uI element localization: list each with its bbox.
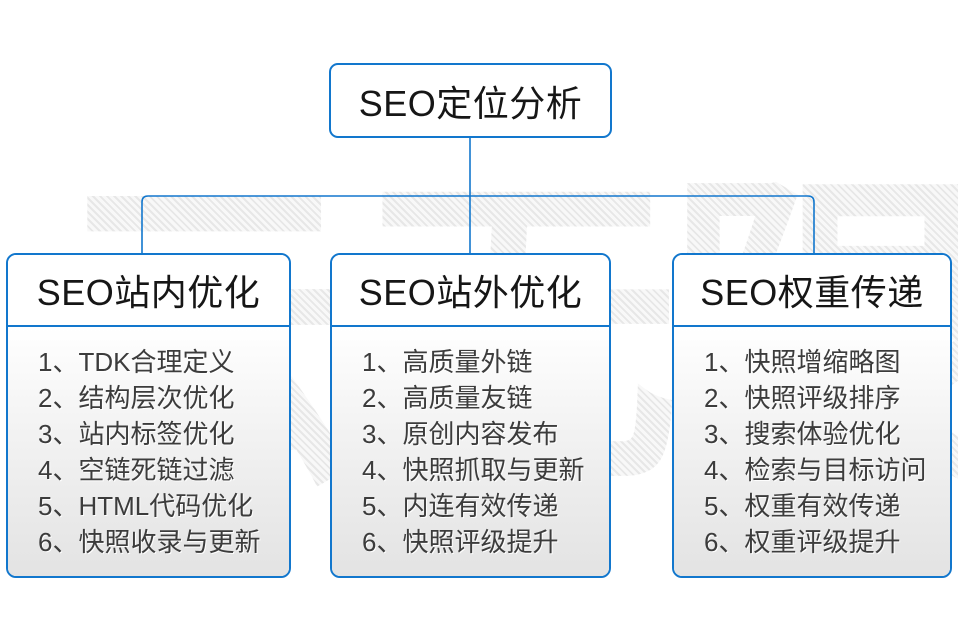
column-weight-transfer: SEO权重传递 1、快照增缩略图 2、快照评级排序 3、搜索体验优化 4、检索与… bbox=[672, 253, 952, 578]
root-node-seo-positioning: SEO定位分析 bbox=[329, 63, 612, 138]
list-item: 4、检索与目标访问 bbox=[704, 455, 927, 485]
list-item: 6、快照收录与更新 bbox=[38, 527, 261, 557]
list-item: 1、快照增缩略图 bbox=[704, 347, 901, 377]
column-onsite-optimization: SEO站内优化 1、TDK合理定义 2、结构层次优化 3、站内标签优化 4、空链… bbox=[6, 253, 291, 578]
list-item: 4、空链死链过滤 bbox=[38, 455, 235, 485]
column-onsite-header: SEO站内优化 bbox=[8, 255, 289, 327]
column-weight-title: SEO权重传递 bbox=[700, 272, 924, 313]
list-item: 6、快照评级提升 bbox=[362, 527, 559, 557]
list-item: 5、HTML代码优化 bbox=[38, 491, 254, 521]
column-offsite-optimization: SEO站外优化 1、高质量外链 2、高质量友链 3、原创内容发布 4、快照抓取与… bbox=[330, 253, 611, 578]
root-node-title: SEO定位分析 bbox=[358, 82, 583, 124]
list-item: 4、快照抓取与更新 bbox=[362, 455, 585, 485]
column-weight-header: SEO权重传递 bbox=[674, 255, 950, 327]
column-offsite-list: 1、高质量外链 2、高质量友链 3、原创内容发布 4、快照抓取与更新 5、内连有… bbox=[332, 327, 609, 576]
list-item: 1、TDK合理定义 bbox=[38, 347, 235, 377]
column-weight-list: 1、快照增缩略图 2、快照评级排序 3、搜索体验优化 4、检索与目标访问 5、权… bbox=[674, 327, 950, 576]
list-item: 2、结构层次优化 bbox=[38, 383, 235, 413]
column-offsite-title: SEO站外优化 bbox=[358, 272, 583, 313]
list-item: 2、高质量友链 bbox=[362, 383, 533, 413]
column-onsite-title: SEO站内优化 bbox=[36, 272, 261, 313]
list-item: 5、内连有效传递 bbox=[362, 491, 559, 521]
list-item: 5、权重有效传递 bbox=[704, 491, 901, 521]
list-item: 3、搜索体验优化 bbox=[704, 419, 901, 449]
list-item: 3、站内标签优化 bbox=[38, 419, 235, 449]
column-onsite-list: 1、TDK合理定义 2、结构层次优化 3、站内标签优化 4、空链死链过滤 5、H… bbox=[8, 327, 289, 576]
list-item: 1、高质量外链 bbox=[362, 347, 533, 377]
list-item: 3、原创内容发布 bbox=[362, 419, 559, 449]
column-offsite-header: SEO站外优化 bbox=[332, 255, 609, 327]
list-item: 2、快照评级排序 bbox=[704, 383, 901, 413]
list-item: 6、权重评级提升 bbox=[704, 527, 901, 557]
